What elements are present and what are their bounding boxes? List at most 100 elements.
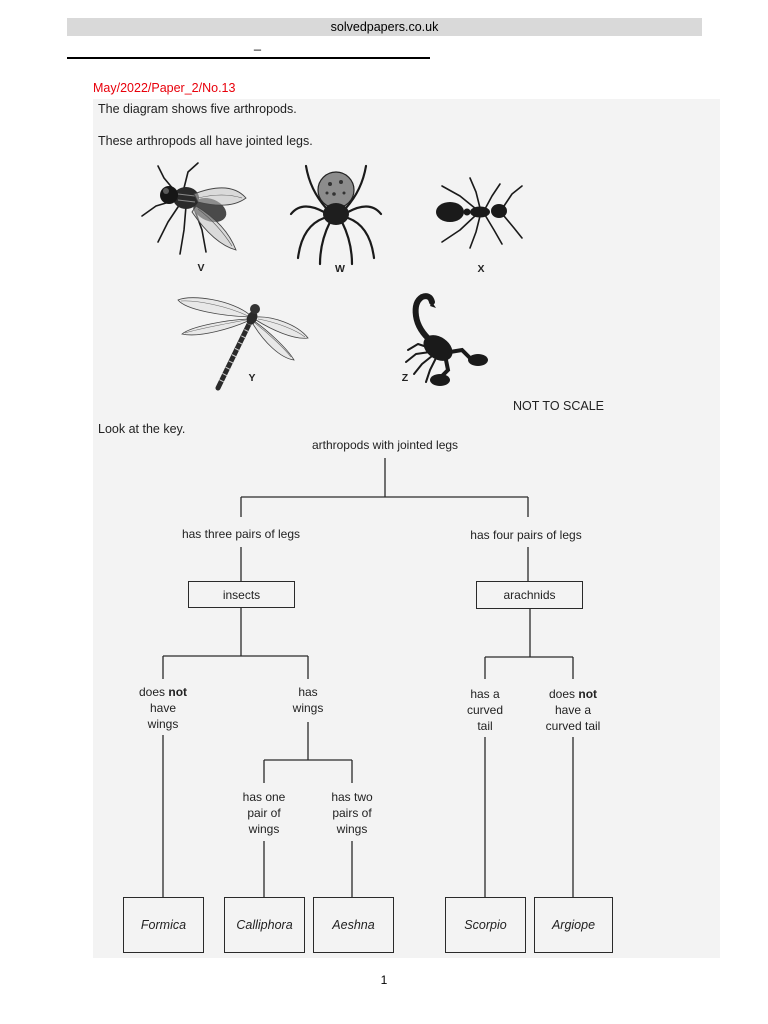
key-option-line: wings [292,701,324,715]
key-option-no-curved-tail: does not have a curved tail [523,686,623,734]
ant-icon [436,177,523,249]
question-statement: These arthropods all have jointed legs. [98,134,313,148]
fly-leg [157,203,181,243]
spider-cephalothorax [323,203,349,225]
key-option-emphasis: not [578,687,598,701]
header-rule-line [67,57,430,59]
dragonfly-wing-vein [180,300,306,358]
key-option-line: pair of [247,806,281,820]
spider-leg [340,220,354,266]
genus-name: Scorpio [464,918,507,932]
fly-leg [179,205,187,255]
dragonfly-wing [177,297,251,318]
scorpion-leg [425,357,437,383]
key-intro: Look at the key. [98,422,186,436]
key-three-pairs-legs: has three pairs of legs [181,527,301,541]
key-option-line: has two [331,790,373,804]
spider-icon [289,164,383,266]
spider-leg [346,216,376,260]
ant-thorax [470,206,490,218]
fly-wing-vein [197,194,243,247]
scorpion-leg [405,351,431,363]
key-option-word: does [138,685,166,699]
arthropod-label-z: Z [401,372,409,384]
scorpion-claw [430,374,450,386]
spider-leg [346,205,383,216]
key-option-line: has a [470,687,500,701]
fly-wing [193,187,247,206]
genus-box-aeshna: Aeshna [313,897,394,953]
scorpion-icon [405,293,488,386]
spider-leg [304,164,328,210]
fly-thorax [173,187,199,209]
key-option-line: have [149,701,177,715]
genus-name: Aeshna [332,918,375,932]
ant-leg [469,177,481,209]
scorpion-tail [412,293,435,345]
spider-marking [332,192,336,196]
fly-wing [191,205,237,251]
scorpion-claw [468,354,488,366]
key-option-line: wings [248,822,280,836]
spider-leg [344,164,368,210]
ant-antenna [503,215,523,239]
key-option-has-wings: has wings [258,684,358,716]
ant-head [491,204,507,218]
key-option-line: does not [523,686,623,702]
fly-eye [163,188,169,194]
ant-leg [484,183,501,210]
key-option-line: tail [477,719,493,733]
scorpion-body [423,335,453,361]
dragonfly-icon [177,297,309,391]
spider-marking [342,191,346,195]
genus-box-scorpio: Scorpio [445,897,526,953]
genus-name: Calliphora [236,918,293,932]
dragonfly-wing [252,320,295,361]
ant-petiole [463,208,471,216]
key-option-line: does not [113,684,213,700]
key-option-curved-tail: has a curved tail [435,686,535,734]
dragonfly-head [250,304,260,314]
header-rule-mark: _ [254,37,261,51]
fly-leg [183,162,199,189]
genus-name: Argiope [551,918,596,932]
key-box-label: insects [222,587,261,602]
key-option-line: wings [147,717,179,731]
key-option-emphasis: not [168,685,188,699]
arthropod-label-x: X [477,263,485,275]
ant-leg [441,214,477,243]
spider-marking [328,182,332,186]
key-box-arachnids: arachnids [476,581,583,609]
scorpion-pincer-arm [440,347,472,378]
spider-abdomen [317,171,355,209]
key-option-line: has one [242,790,286,804]
key-option-line: have a [554,703,592,717]
spider-leg [296,216,326,260]
scorpion-leg [413,355,433,375]
key-option-no-wings: does not have wings [113,684,213,732]
key-option-one-pair-wings: has one pair of wings [219,789,309,837]
dragonfly-wing [255,316,309,339]
fly-leg [157,165,175,191]
spider-marking [325,191,329,195]
question-intro: The diagram shows five arthropods. [98,102,297,116]
site-name: solvedpapers.co.uk [330,20,439,34]
key-option-word: does [548,687,576,701]
key-option-line: curved tail [545,719,601,733]
scale-note: NOT TO SCALE [513,399,605,413]
key-option-line: curved [466,703,504,717]
key-option-line: has [298,685,318,699]
page-number: 1 [380,973,388,987]
key-option-line: wings [336,822,368,836]
fly-thorax-stripe [177,193,196,203]
key-root: arthropods with jointed legs [311,438,459,452]
scorpion-stinger [430,302,436,308]
arthropod-label-v: V [197,262,205,274]
genus-name: Formica [140,918,187,932]
question-reference: May/2022/Paper_2/No.13 [93,81,236,95]
genus-box-formica: Formica [123,897,204,953]
header-band [67,18,702,36]
key-four-pairs-legs: has four pairs of legs [470,528,582,542]
spider-leg [289,205,326,216]
